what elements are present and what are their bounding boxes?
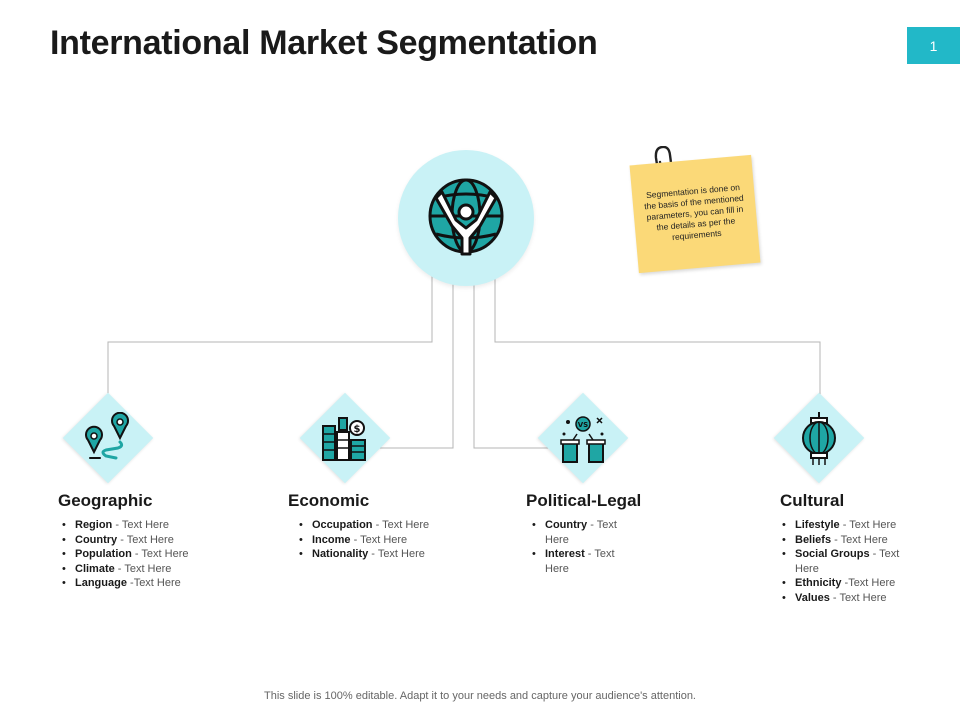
list-item: Interest - Text Here — [530, 547, 638, 576]
economic-title: Economic — [288, 491, 370, 510]
list-item: Country - Text Here — [530, 518, 638, 547]
footer-text: This slide is 100% editable. Adapt it to… — [264, 690, 696, 702]
connector-political — [473, 282, 553, 449]
sticky-note-text: Segmentation is done on the basis of the… — [643, 182, 745, 243]
list-item: Climate - Text Here — [60, 562, 230, 577]
list-item: Beliefs - Text Here — [780, 533, 920, 548]
svg-text:VS: VS — [578, 421, 588, 429]
cultural-list: Lifestyle - Text Here Beliefs - Text Her… — [780, 518, 920, 605]
economic-list: Occupation - Text Here Income - Text Her… — [297, 518, 467, 562]
sticky-note: Segmentation is done on the basis of the… — [629, 154, 761, 274]
lantern-icon — [802, 412, 836, 465]
list-item: Population - Text Here — [60, 547, 230, 562]
coins-money-icon: $ — [322, 417, 366, 461]
political-legal-list: Country - Text Here Interest - Text Here — [530, 518, 638, 576]
list-item: Region - Text Here — [60, 518, 230, 533]
list-item: Values - Text Here — [780, 591, 920, 606]
svg-text:$: $ — [354, 424, 361, 435]
list-item: Income - Text Here — [297, 533, 467, 548]
cultural-title: Cultural — [780, 491, 845, 510]
connector-economic — [378, 282, 454, 449]
list-item: Social Groups - Text Here — [780, 547, 920, 576]
debate-podium-icon: VS — [560, 416, 606, 463]
political-legal-title: Political-Legal — [526, 491, 642, 510]
list-item: Country - Text Here — [60, 533, 230, 548]
connector-cultural — [494, 276, 821, 430]
list-item: Language -Text Here — [60, 576, 230, 591]
hub-circle — [398, 150, 534, 286]
globe-person-icon — [428, 178, 504, 256]
list-item: Occupation - Text Here — [297, 518, 467, 533]
geographic-title: Geographic — [58, 491, 153, 510]
list-item: Ethnicity -Text Here — [780, 576, 920, 591]
list-item: Nationality - Text Here — [297, 547, 467, 562]
geographic-list: Region - Text Here Country - Text Here P… — [60, 518, 230, 591]
slide-title: International Market Segmentation — [50, 24, 598, 62]
connector-geographic — [107, 276, 433, 430]
map-pins-route-icon — [85, 412, 129, 460]
list-item: Lifestyle - Text Here — [780, 518, 920, 533]
page-number-badge: 1 — [907, 27, 960, 64]
